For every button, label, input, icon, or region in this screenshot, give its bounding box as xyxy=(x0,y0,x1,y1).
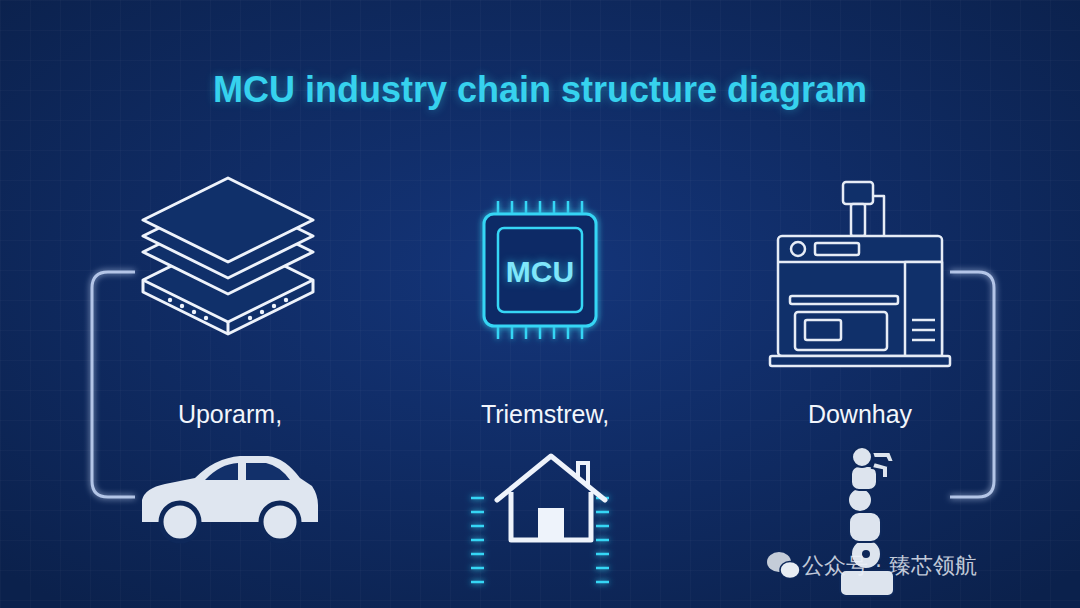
chip-body xyxy=(484,214,596,326)
mcu-chip-node: MCUTriemstrew, xyxy=(475,200,605,344)
chain-connector xyxy=(627,271,746,274)
car-icon xyxy=(142,456,318,541)
machine-icon xyxy=(770,182,950,366)
chip-label: MCU xyxy=(506,255,574,289)
link-line xyxy=(645,496,775,499)
house-icon xyxy=(497,456,605,540)
machine-node: Downhay xyxy=(768,180,948,364)
left-bracket xyxy=(92,272,135,497)
chain-connector xyxy=(340,271,453,274)
chip-pins xyxy=(471,201,609,582)
stage-label: Triemstrew, xyxy=(481,400,609,429)
chip-core xyxy=(498,228,582,312)
right-bracket xyxy=(950,272,994,497)
stage-label: Downhay xyxy=(808,400,912,429)
watermark: 公众号 · 臻芯领航 xyxy=(802,551,977,581)
wafer-node: Uporarm, xyxy=(138,190,318,354)
wafer-dots xyxy=(168,298,288,320)
wafer-stack-icon xyxy=(143,178,313,334)
link-line xyxy=(340,496,470,499)
stage-label: Uporarm, xyxy=(178,400,282,429)
wechat-icon xyxy=(767,552,800,579)
diagram-title: MCU industry chain structure diagram xyxy=(213,69,867,111)
